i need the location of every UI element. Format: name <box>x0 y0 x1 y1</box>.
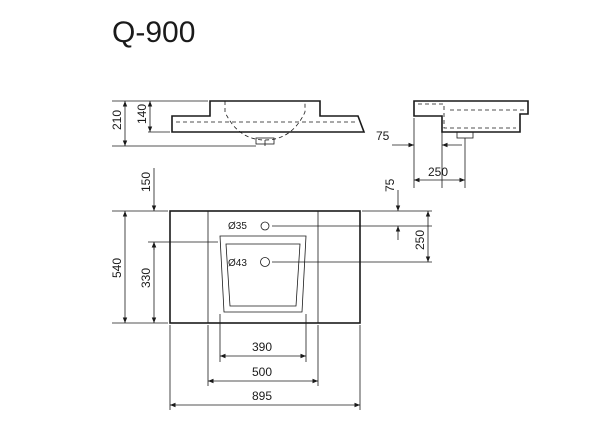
page-title: Q-900 <box>112 16 195 49</box>
dim-140: 140 <box>135 104 149 124</box>
dim-150: 150 <box>139 172 153 192</box>
dim-75-top: 75 <box>383 178 397 192</box>
side-view: 210 140 <box>110 100 366 147</box>
dim-250-top: 250 <box>413 230 427 250</box>
dim-75-end: 75 <box>376 129 390 143</box>
dim-540: 540 <box>110 258 124 278</box>
dim-390: 390 <box>252 340 272 354</box>
dim-330: 330 <box>139 268 153 288</box>
dim-895: 895 <box>252 389 272 403</box>
dim-210: 210 <box>110 110 124 130</box>
drain-hole-label: Ø43 <box>228 258 247 269</box>
end-view: 75 250 <box>376 100 529 188</box>
dim-500: 500 <box>252 365 272 379</box>
dim-250-end: 250 <box>428 165 448 179</box>
top-view: Ø35 Ø43 75 250 540 150 330 <box>110 168 432 410</box>
tap-hole-label: Ø35 <box>228 221 247 232</box>
